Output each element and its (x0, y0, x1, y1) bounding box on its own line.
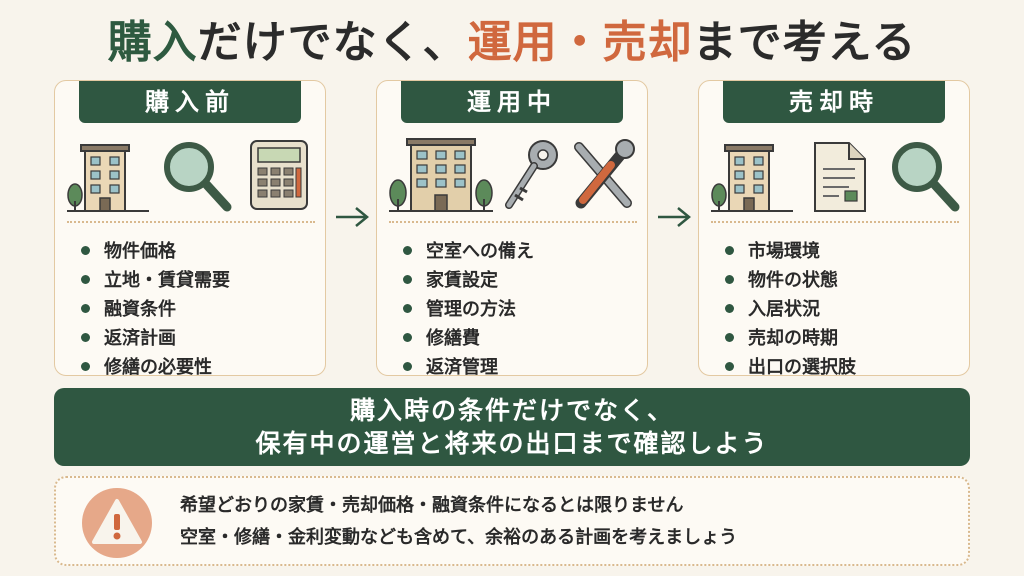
list-item: 管理の方法 (403, 295, 641, 324)
list-item: 修繕の必要性 (81, 353, 319, 382)
warning-icon-badge (82, 488, 152, 558)
document-icon (814, 142, 866, 212)
stage-divider (67, 221, 315, 223)
stage-heading: 購入前 (79, 81, 301, 123)
list-item: 家賃設定 (403, 266, 641, 295)
title-part-4: まで考える (692, 17, 917, 68)
stage-item-list: 物件価格 立地・賃貸需要 融資条件 返済計画 修繕の必要性 (81, 237, 319, 382)
list-item: 立地・賃貸需要 (81, 266, 319, 295)
list-item: 修繕費 (403, 324, 641, 353)
stage-heading: 運用中 (401, 81, 623, 123)
stage-heading: 売却時 (723, 81, 945, 123)
key-icon (505, 140, 558, 209)
caution-line-2: 空室・修繕・金利変動なども含めて、余裕のある計画を考えましょう (180, 527, 738, 548)
caution-note: 希望どおりの家賃・売却価格・融資条件になるとは限りません 空室・修繕・金利変動な… (54, 476, 970, 566)
list-item: 出口の選択肢 (725, 353, 963, 382)
stage-item-list: 市場環境 物件の状態 入居状況 売却の時期 出口の選択肢 (725, 237, 963, 382)
list-item: 市場環境 (725, 237, 963, 266)
title-part-2: だけでなく、 (197, 17, 468, 68)
title-part-3: 運用・売却 (467, 17, 693, 68)
magnifier-icon (892, 142, 960, 212)
tools-icon (574, 139, 635, 209)
list-item: 返済管理 (403, 353, 641, 382)
stage-divider (389, 221, 637, 223)
list-item: 入居状況 (725, 295, 963, 324)
summary-banner: 購入時の条件だけでなく、 保有中の運営と将来の出口まで確認しよう (54, 388, 970, 466)
caution-text: 希望どおりの家賃・売却価格・融資条件になるとは限りません 空室・修繕・金利変動な… (180, 490, 960, 554)
stage-panel-at-sale: 売却時 (698, 80, 970, 378)
title-part-1: 購入 (107, 17, 198, 68)
stage-icons (67, 137, 315, 237)
caution-line-1: 希望どおりの家賃・売却価格・融資条件になるとは限りません (180, 495, 684, 516)
list-item: 返済計画 (81, 324, 319, 353)
apartment-icon (389, 138, 493, 212)
warning-icon (92, 499, 142, 544)
page-title: 購入だけでなく、運用・売却まで考える (0, 8, 1024, 78)
list-item: 物件価格 (81, 237, 319, 266)
list-item: 空室への備え (403, 237, 641, 266)
stage-panel-before-purchase: 購入前 (54, 80, 326, 378)
arrow-right-icon (658, 207, 691, 227)
building-icon (711, 144, 793, 212)
stage-divider (711, 221, 959, 223)
list-item: 売却の時期 (725, 324, 963, 353)
stage-icons (711, 137, 960, 237)
building-icon (67, 144, 149, 212)
list-item: 融資条件 (81, 295, 319, 324)
arrow-right-icon (336, 207, 369, 227)
calculator-icon (250, 140, 308, 210)
stage-icons (389, 137, 637, 237)
summary-line-2: 保有中の運営と将来の出口まで確認しよう (255, 429, 769, 458)
stage-item-list: 空室への備え 家賃設定 管理の方法 修繕費 返済管理 (403, 237, 641, 382)
summary-line-1: 購入時の条件だけでなく、 (349, 396, 674, 425)
list-item: 物件の状態 (725, 266, 963, 295)
stage-panel-in-operation: 運用中 (376, 80, 648, 378)
magnifier-icon (164, 142, 232, 212)
